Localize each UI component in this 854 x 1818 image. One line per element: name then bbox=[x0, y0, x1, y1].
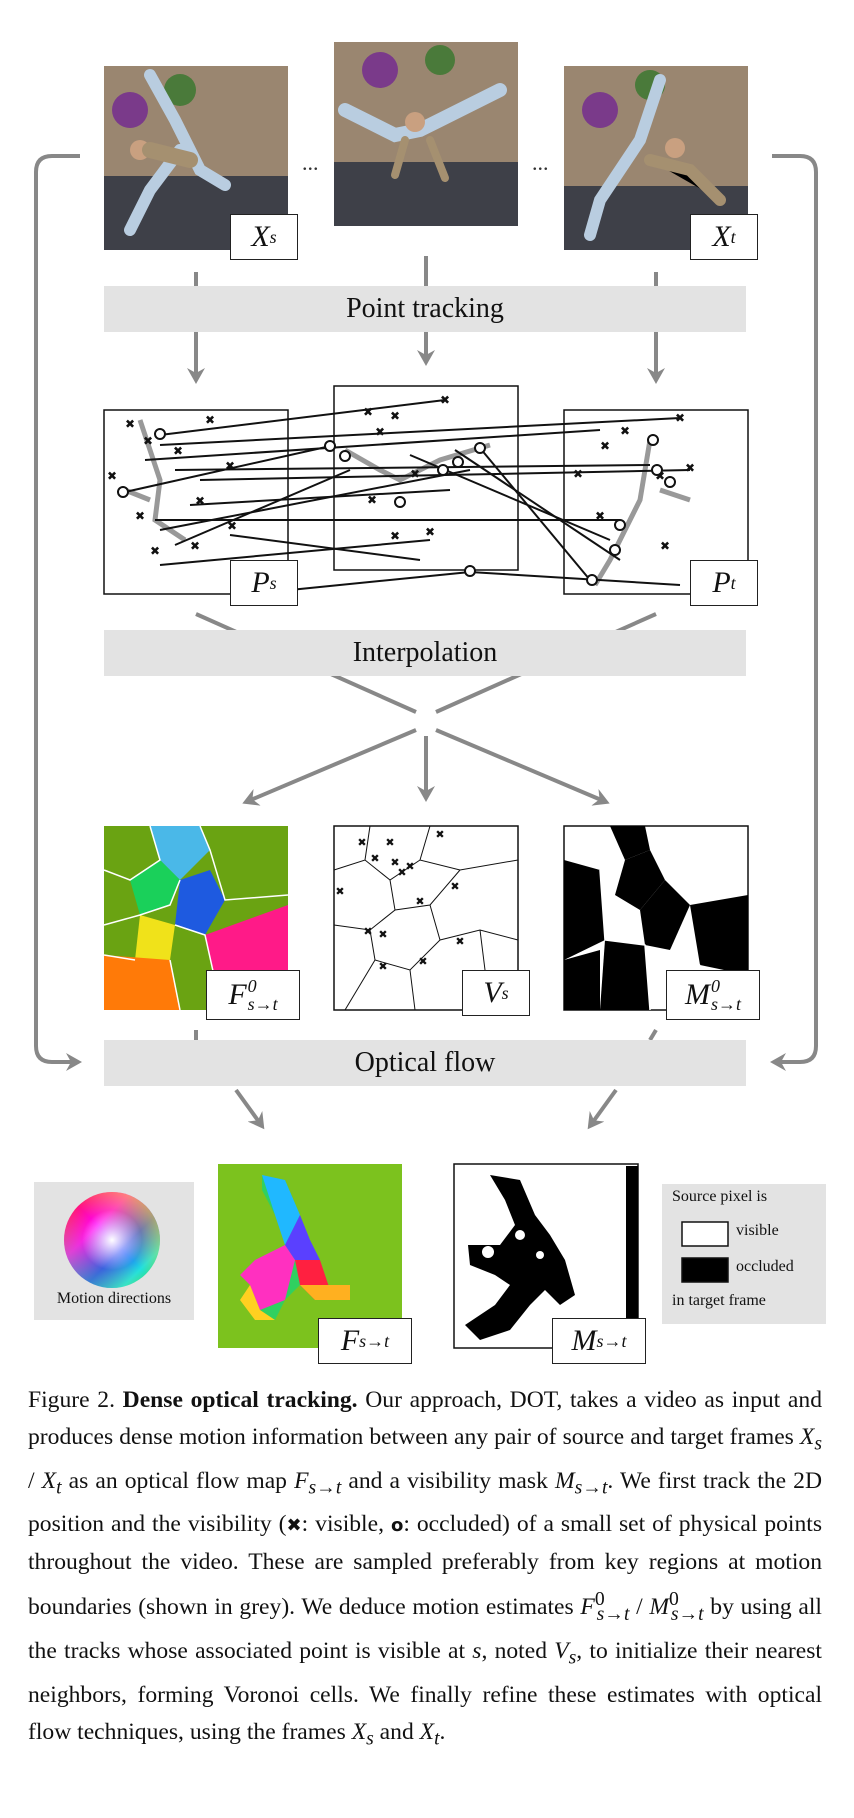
motion-wheel-box bbox=[34, 1182, 194, 1320]
svg-text:✖: ✖ bbox=[335, 885, 344, 898]
frame-xs-photo bbox=[104, 66, 288, 250]
svg-text:✖: ✖ bbox=[455, 935, 464, 948]
svg-text:✖: ✖ bbox=[440, 393, 450, 407]
legend-footer: in target frame bbox=[672, 1292, 766, 1309]
legend-occluded: occluded bbox=[736, 1258, 794, 1275]
stage-interpolation: Interpolation bbox=[104, 630, 746, 676]
svg-text:✖: ✖ bbox=[397, 866, 406, 879]
svg-text:✖: ✖ bbox=[595, 509, 605, 523]
svg-text:✖: ✖ bbox=[675, 411, 685, 425]
svg-text:✖: ✖ bbox=[370, 852, 379, 865]
svg-text:✖: ✖ bbox=[367, 493, 377, 507]
svg-text:✖: ✖ bbox=[378, 960, 387, 973]
left-skip-arrow bbox=[34, 154, 82, 1071]
svg-text:✖: ✖ bbox=[205, 413, 215, 427]
legend-visible-swatch bbox=[681, 1221, 729, 1247]
svg-text:✖: ✖ bbox=[150, 544, 160, 558]
svg-text:✖: ✖ bbox=[390, 409, 400, 423]
caption-title: Dense optical tracking. bbox=[122, 1387, 358, 1413]
svg-text:✖: ✖ bbox=[660, 539, 670, 553]
svg-text:✖: ✖ bbox=[363, 405, 373, 419]
svg-text:✖: ✖ bbox=[410, 467, 420, 481]
legend-visible: visible bbox=[736, 1222, 779, 1239]
visible-cross-icon: ✖ bbox=[286, 1515, 302, 1537]
occluded-circle-icon: o bbox=[390, 1515, 404, 1537]
right-skip-arrow bbox=[770, 154, 818, 1071]
svg-text:✖: ✖ bbox=[357, 836, 366, 849]
stage-point-tracking: Point tracking bbox=[104, 286, 746, 332]
svg-text:✖: ✖ bbox=[415, 895, 424, 908]
svg-text:✖: ✖ bbox=[450, 880, 459, 893]
final-flow-panel bbox=[218, 1164, 402, 1348]
svg-text:✖: ✖ bbox=[655, 469, 665, 483]
svg-text:✖: ✖ bbox=[363, 925, 372, 938]
figure: ✖ ✖ ✖ ✖ ✖ ✖ ✖ ✖ ✖ ✖ ✖ ✖ ✖ ✖ ✖ ✖ ✖ ✖ ✖ ✖ ✖ ✖ ✖ ✖ ✖ ✖ ✖ bbox=[34, 42, 826, 1364]
svg-text:✖: ✖ bbox=[190, 539, 200, 553]
motion-directions-label: Motion directions bbox=[56, 1290, 172, 1307]
frame-xt-photo bbox=[564, 66, 748, 250]
svg-text:✖: ✖ bbox=[375, 425, 385, 439]
stage-optical-flow: Optical flow bbox=[104, 1040, 746, 1086]
svg-text:✖: ✖ bbox=[125, 417, 135, 431]
svg-text:✖: ✖ bbox=[143, 434, 153, 448]
legend-title: Source pixel is bbox=[672, 1188, 768, 1205]
svg-text:✖: ✖ bbox=[385, 836, 394, 849]
svg-text:✖: ✖ bbox=[135, 509, 145, 523]
svg-text:✖: ✖ bbox=[573, 467, 583, 481]
svg-text:✖: ✖ bbox=[418, 955, 427, 968]
svg-text:✖: ✖ bbox=[620, 424, 630, 438]
svg-text:✖: ✖ bbox=[390, 529, 400, 543]
svg-text:✖: ✖ bbox=[600, 439, 610, 453]
caption-label: Figure 2. bbox=[28, 1387, 115, 1413]
final-mask-panel bbox=[453, 1163, 639, 1349]
mask-init-panel bbox=[563, 825, 749, 1011]
figure-caption: Figure 2. Dense optical tracking. Our ap… bbox=[28, 1387, 823, 1750]
legend-box bbox=[662, 1184, 826, 1324]
svg-text:✖: ✖ bbox=[107, 469, 117, 483]
svg-text:✖: ✖ bbox=[685, 461, 695, 475]
frame-mid-photo bbox=[334, 42, 518, 226]
svg-text:✖: ✖ bbox=[225, 459, 235, 473]
figure-graphics: ✖ ✖ ✖ ✖ ✖ ✖ ✖ ✖ ✖ ✖ ✖ ✖ ✖ ✖ ✖ ✖ ✖ ✖ ✖ ✖ ✖ ✖ ✖ ✖ ✖ ✖ ✖ bbox=[34, 42, 826, 1349]
frame-ellipsis: ... bbox=[302, 150, 319, 175]
svg-text:✖: ✖ bbox=[378, 928, 387, 941]
frame-ellipsis: ... bbox=[532, 150, 549, 175]
svg-text:✖: ✖ bbox=[405, 860, 414, 873]
legend-occluded-swatch bbox=[681, 1257, 729, 1283]
svg-text:✖: ✖ bbox=[227, 519, 237, 533]
tracking-panels: ✖✖✖ ✖✖✖ ✖✖✖ ✖✖ ✖✖✖ ✖✖✖ ✖✖ ✖✖✖ ✖✖✖ ✖✖ bbox=[103, 385, 749, 595]
svg-text:✖: ✖ bbox=[390, 856, 399, 869]
svg-text:✖: ✖ bbox=[173, 444, 183, 458]
svg-text:✖: ✖ bbox=[425, 525, 435, 539]
svg-text:✖: ✖ bbox=[435, 828, 444, 841]
svg-text:✖: ✖ bbox=[195, 494, 205, 508]
